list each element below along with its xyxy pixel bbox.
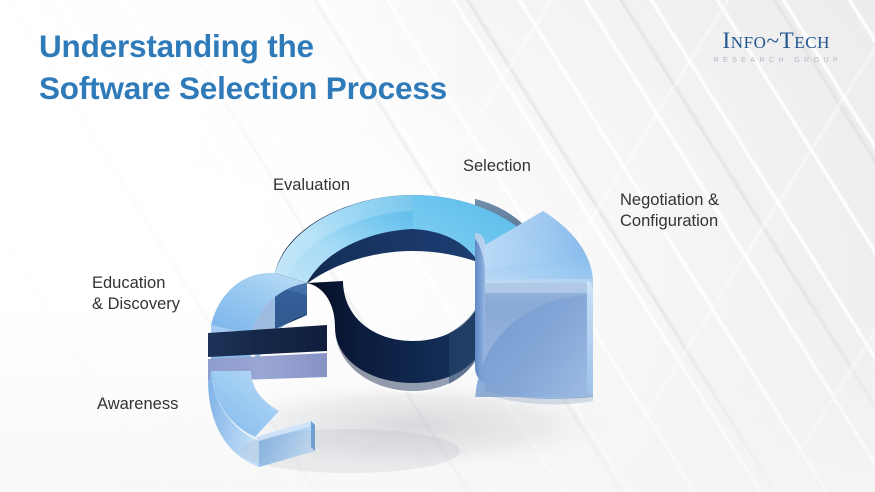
slice-awareness-front-wall (208, 371, 259, 467)
slice-negotiation-exploded-wedge (475, 211, 593, 405)
slice-awareness-end-cap-top (255, 421, 315, 441)
brand-logo: INFO~TECH RESEARCH GROUP (711, 29, 843, 63)
logo-letter-i: I (722, 28, 731, 53)
slice-negotiation-bottom-shadow (485, 389, 593, 405)
logo-letters-ech: ECH (794, 33, 831, 52)
slice-education-top (211, 272, 307, 335)
slice-evaluation-top-sheen (275, 195, 413, 277)
slice-awareness-top (211, 371, 279, 437)
arc-inner-hole-wall (307, 275, 485, 391)
slice-negotiation-front-curve-shade (475, 295, 593, 397)
brand-logo-subtitle: RESEARCH GROUP (713, 55, 842, 64)
label-education-and-discovery: Education & Discovery (92, 274, 181, 314)
slice-awareness-inner-edge (311, 421, 315, 451)
slice-negotiation-front-top-edge (485, 279, 593, 293)
label-awareness: Awareness (97, 395, 179, 413)
arc-inner-hole-opening (335, 327, 487, 393)
label-evaluation: Evaluation (273, 176, 351, 194)
logo-tilde: ~ (766, 28, 780, 53)
page-title: Understanding the Software Selection Pro… (39, 28, 447, 106)
label-selection: Selection (463, 157, 531, 175)
slice-negotiation-top-sheen (485, 211, 585, 269)
slice-negotiation-cut-face (475, 233, 485, 383)
arc-contact-shadow (240, 429, 460, 473)
brand-logo-wordmark: INFO~TECH (711, 29, 843, 52)
logo-letter-t: T (779, 28, 795, 53)
process-arc-svg (198, 195, 628, 473)
slice-education-accent-band-dark (208, 325, 327, 357)
slice-evaluation-top (275, 195, 413, 283)
slice-awareness-end-cap (259, 425, 315, 467)
process-arc-diagram (175, 175, 655, 473)
slice-negotiation-cut-face-top (475, 233, 485, 267)
logo-letters-nfo: NFO (730, 33, 767, 52)
slice-negotiation-right-edge (587, 281, 593, 397)
label-negotiation-and-configuration: Negotiation & Configuration (620, 191, 720, 231)
